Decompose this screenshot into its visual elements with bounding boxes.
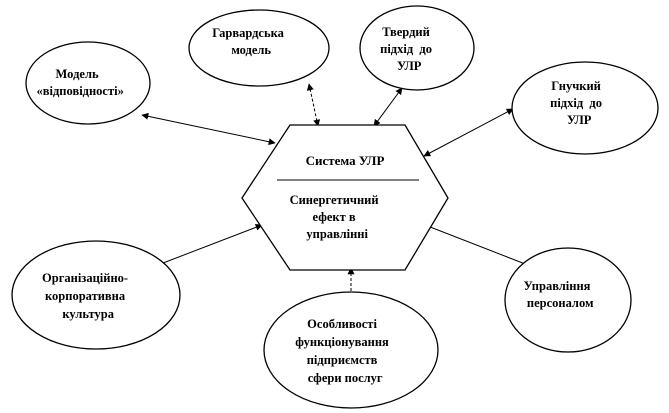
connector-group (141, 83, 534, 301)
edge-personnel-management (424, 224, 534, 268)
node-label-line: «відповідності» (37, 84, 124, 98)
node-label-line: корпоративна (45, 289, 126, 303)
node-flexible-approach: Гнучкий підхід до УЛР (0, 0, 659, 155)
node-label-line: Особливості (307, 317, 377, 331)
node-label: Гнучкий підхід до УЛР (0, 0, 624, 127)
node-label: Управління персоналом (524, 279, 594, 310)
node-label-line: Гнучкий (551, 79, 601, 93)
node-label-line: Управління (524, 279, 591, 293)
node-compliance-model: Модель «відповідності» (0, 0, 151, 125)
node-label: Твердий підхід до УЛР (0, 0, 454, 73)
node-label-line: УЛР (397, 59, 422, 73)
node-label-line: УЛР (567, 113, 592, 127)
node-corporate-culture: Організаційно- корпоративна культура (0, 0, 181, 350)
edge-corporate-culture (149, 223, 263, 270)
center-subtitle: Синергетичний ефект в управлінні (0, 0, 400, 241)
node-label-line: функціонування (295, 335, 389, 349)
edge-harvard-model (306, 83, 321, 127)
node-label-line: підхід до (380, 42, 432, 56)
edge-flexible-approach (423, 108, 514, 157)
node-label-line: підприємств (307, 353, 378, 367)
node-label-line: персоналом (527, 296, 594, 310)
node-service-enterprises: Особливості функціонування підприємств с… (263, 291, 439, 409)
node-label: Модель «відповідності» (0, 0, 139, 98)
center-title: Система УЛР (306, 153, 385, 168)
node-label: Організаційно- корпоративна культура (0, 0, 150, 321)
center-subtitle-line: управлінні (306, 227, 368, 241)
node-label-line: культура (62, 307, 114, 321)
node-label-line: Гарвардська (212, 26, 284, 40)
center-hexagon: Система УЛР Синергетичний ефект в управл… (0, 0, 449, 271)
node-label-line: Твердий (382, 25, 430, 39)
node-label-line: модель (231, 43, 271, 57)
node-harvard-model: Гарвардська модель (0, 0, 330, 87)
node-personnel-management: Управління персоналом (504, 247, 632, 353)
center-subtitle-line: ефект в (313, 210, 356, 224)
node-hard-approach: Твердий підхід до УЛР (0, 0, 475, 91)
node-label-line: підхід до (550, 96, 602, 110)
node-label: Гарвардська модель (0, 0, 306, 57)
center-subtitle-line: Синергетичний (290, 193, 379, 207)
edge-hard-approach (373, 87, 403, 127)
edge-compliance-model (141, 112, 276, 146)
node-label: Особливості функціонування підприємств с… (295, 317, 389, 385)
node-label-line: Організаційно- (42, 271, 128, 285)
node-label-line: Модель (56, 67, 99, 81)
node-label-line: сфери послуг (308, 371, 383, 385)
